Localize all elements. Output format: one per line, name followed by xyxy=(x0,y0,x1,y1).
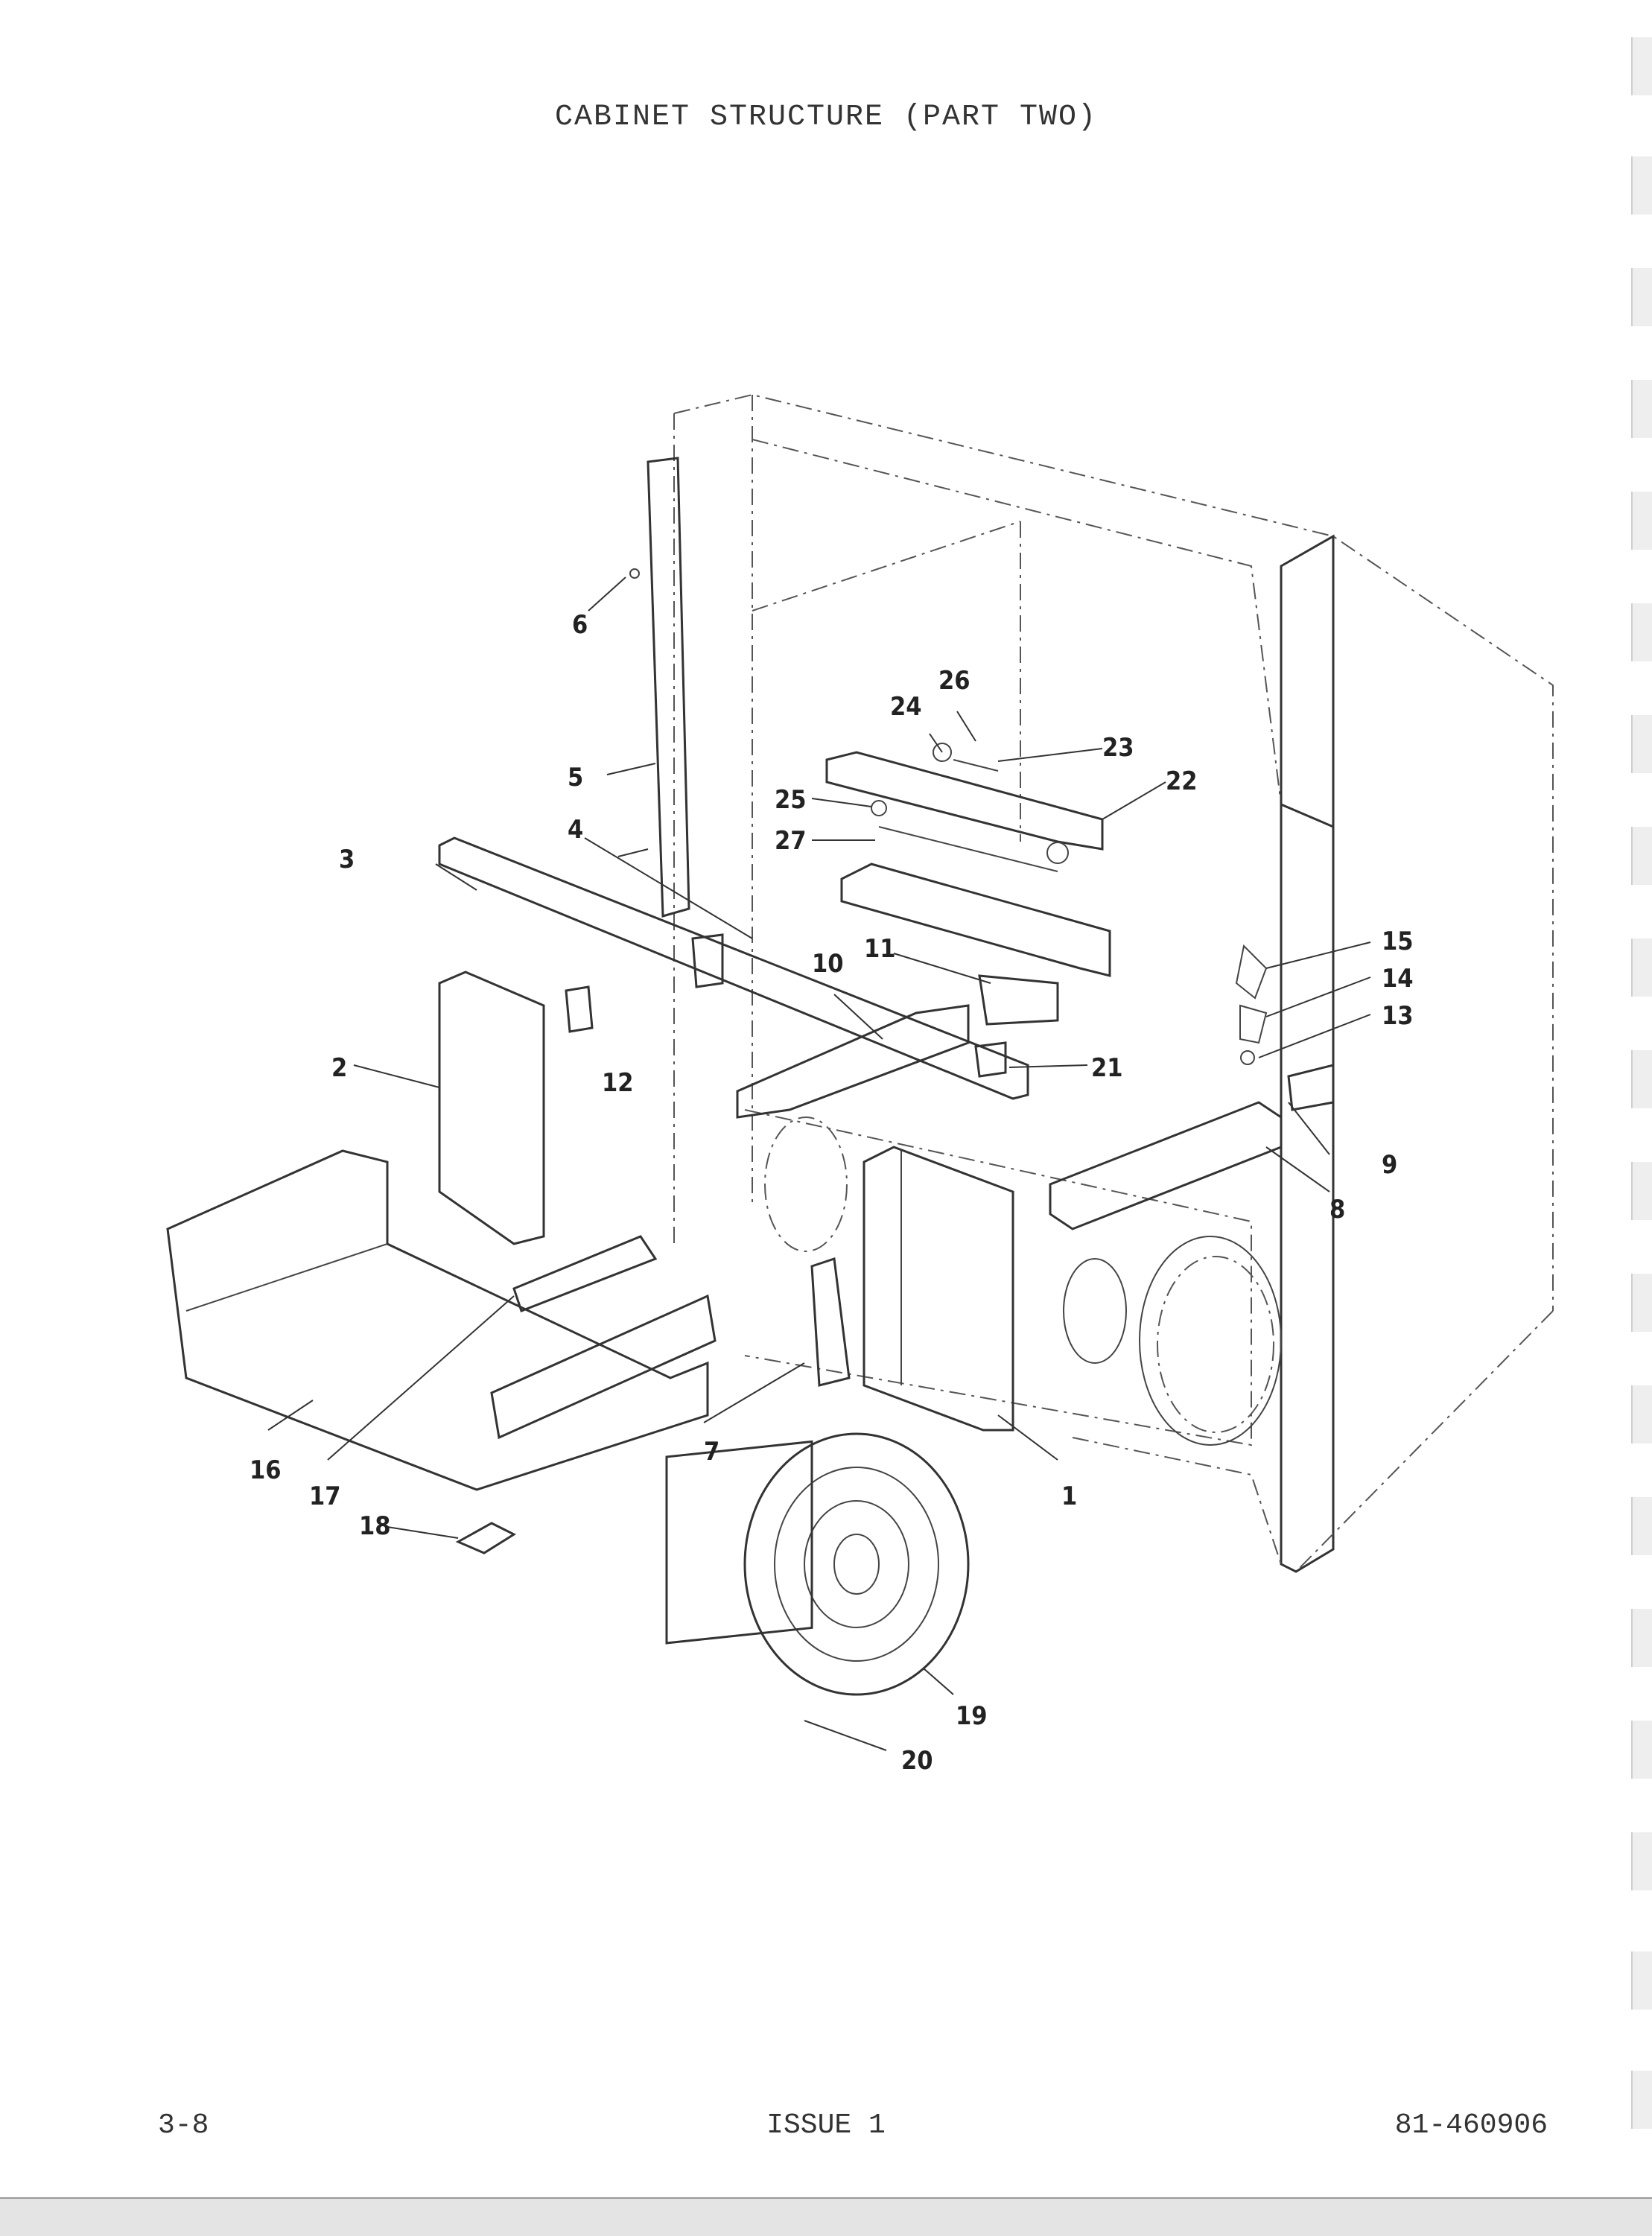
binder-tabs xyxy=(1622,30,1652,2160)
binder-tab xyxy=(1631,492,1652,550)
binder-tab xyxy=(1631,1832,1652,1890)
binder-tab xyxy=(1631,1162,1652,1220)
callout-27: 27 xyxy=(775,826,807,856)
part-1-speaker-baffle xyxy=(810,1146,1014,1432)
binder-tab xyxy=(1631,827,1652,885)
callout-19: 19 xyxy=(956,1701,988,1731)
binder-tab xyxy=(1631,380,1652,438)
callout-5: 5 xyxy=(568,763,583,793)
part-8-rail xyxy=(1049,944,1335,1230)
part-10-bracket xyxy=(736,1004,970,1119)
binder-tab xyxy=(1631,2071,1652,2129)
callout-22: 22 xyxy=(1166,766,1198,796)
callout-25: 25 xyxy=(775,785,807,815)
callout-6: 6 xyxy=(572,610,588,640)
part-16-chassis-pan xyxy=(166,1149,717,1491)
part-2-side-bracket xyxy=(438,971,545,1245)
binder-tab xyxy=(1631,1050,1652,1108)
binder-tab xyxy=(1631,715,1652,773)
callout-1: 1 xyxy=(1061,1481,1077,1511)
callout-7: 7 xyxy=(704,1437,719,1467)
callout-12: 12 xyxy=(602,1068,634,1098)
part-19-speaker xyxy=(743,1432,970,1696)
callout-2: 2 xyxy=(331,1053,347,1083)
callout-18: 18 xyxy=(359,1511,391,1541)
binder-tab xyxy=(1631,1274,1652,1332)
part-20-grille xyxy=(665,1440,813,1645)
callout-labels: 1 2 3 4 5 6 7 8 9 10 11 12 13 14 15 16 1… xyxy=(250,610,1414,1776)
callout-15: 15 xyxy=(1382,927,1414,956)
callout-17: 17 xyxy=(309,1481,341,1511)
binder-tab xyxy=(1631,1609,1652,1667)
document-number: 81-460906 xyxy=(1394,2109,1548,2141)
binder-tab xyxy=(1631,1385,1652,1443)
callout-14: 14 xyxy=(1382,964,1414,994)
callout-13: 13 xyxy=(1382,1001,1414,1031)
callout-24: 24 xyxy=(890,692,922,722)
issue-label: ISSUE 1 xyxy=(766,2109,886,2141)
callout-3: 3 xyxy=(339,845,355,874)
callout-4: 4 xyxy=(568,815,583,845)
binder-tab xyxy=(1631,268,1652,326)
callout-21: 21 xyxy=(1091,1053,1123,1083)
small-clips xyxy=(565,933,1059,1078)
part-5-vertical-strip xyxy=(629,457,690,918)
callout-9: 9 xyxy=(1382,1150,1397,1180)
callout-10: 10 xyxy=(812,949,844,979)
callout-20: 20 xyxy=(901,1746,933,1776)
binder-tab xyxy=(1631,1497,1652,1555)
callout-16: 16 xyxy=(250,1455,282,1485)
page-number: 3-8 xyxy=(158,2109,209,2141)
part-3-crossbar xyxy=(438,836,1029,1100)
binder-tab xyxy=(1631,603,1652,661)
part-22-top-bracket xyxy=(825,743,1111,977)
callout-8: 8 xyxy=(1329,1195,1345,1225)
leader-lines xyxy=(267,577,1371,1751)
cabinet-outline xyxy=(673,393,1554,1573)
binder-tab xyxy=(1631,1951,1652,2010)
part-18-clip xyxy=(455,1522,517,1554)
scan-bottom-edge xyxy=(0,2197,1652,2236)
binder-tab xyxy=(1631,156,1652,215)
callout-26: 26 xyxy=(938,666,970,696)
callout-23: 23 xyxy=(1102,733,1134,763)
binder-tab xyxy=(1631,1721,1652,1779)
page-title: CABINET STRUCTURE (PART TWO) xyxy=(554,101,1098,134)
callout-11: 11 xyxy=(864,934,896,964)
binder-tab xyxy=(1631,938,1652,997)
binder-tab xyxy=(1631,37,1652,95)
